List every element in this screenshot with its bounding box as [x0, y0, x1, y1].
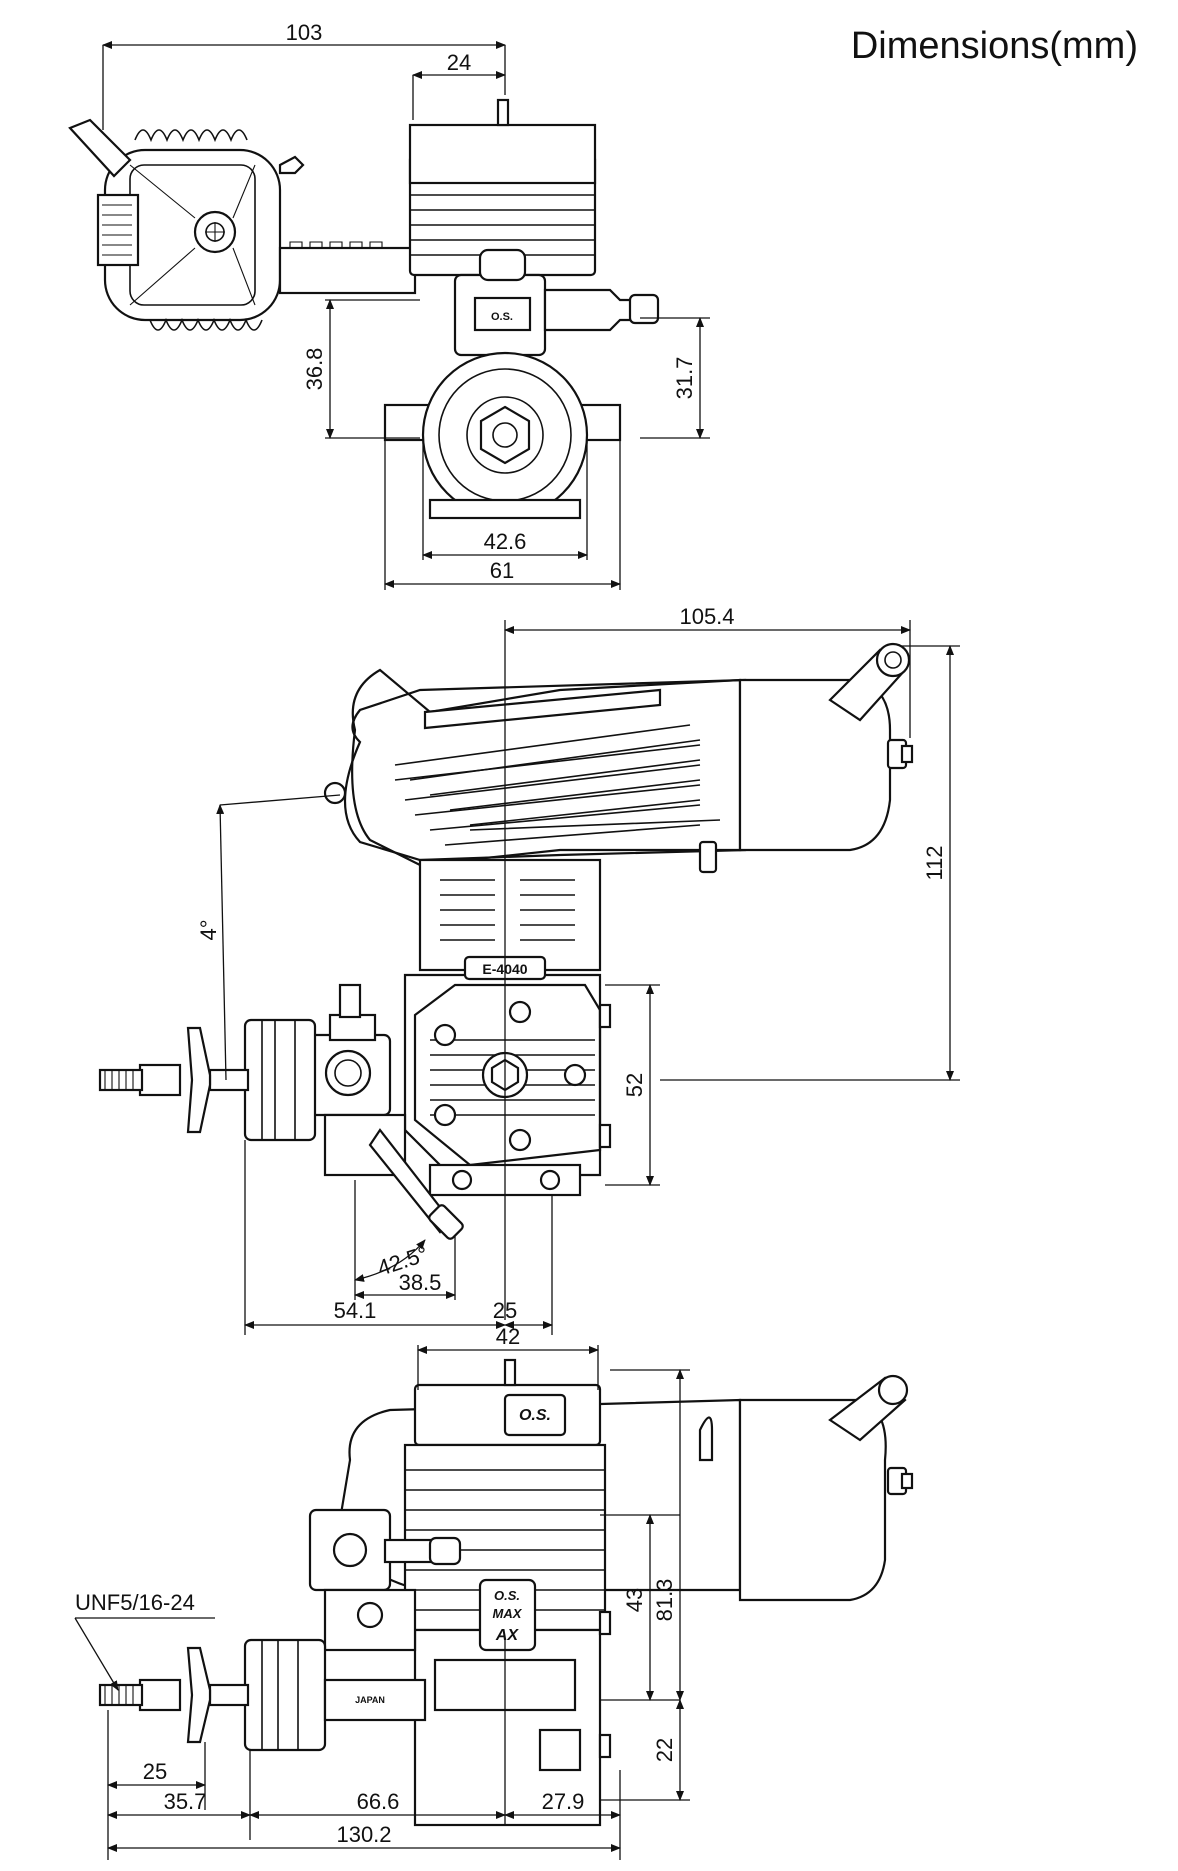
dim-bottom-66-6: 66.6 [357, 1789, 400, 1814]
dim-top-42-6: 42.6 [484, 529, 527, 554]
bottom-cylinder: O.S. [403, 1358, 607, 1632]
dim-side-25: 25 [493, 1298, 517, 1323]
dim-bottom-25: 25 [143, 1759, 167, 1784]
dim-top-24: 24 [447, 50, 471, 75]
bottom-view: O.S. O.S. MAX AX [74, 1324, 914, 1860]
bottom-drive-hub: JAPAN [98, 1638, 427, 1752]
side-drive-hub [98, 1018, 317, 1142]
top-needle-valve [628, 293, 660, 325]
side-muffler [323, 642, 914, 874]
dim-side-52: 52 [622, 1073, 647, 1097]
thread-label: UNF5/16-24 [75, 1590, 195, 1615]
dim-side-112: 112 [922, 845, 947, 880]
top-muffler [68, 118, 305, 331]
dim-side-4deg: 4° [196, 919, 221, 940]
dim-bottom-42: 42 [496, 1324, 520, 1349]
dim-bottom-22: 22 [652, 1738, 677, 1762]
dim-top-31-7: 31.7 [672, 357, 697, 400]
bottom-logo-plate [503, 1393, 567, 1437]
side-carburetor [308, 983, 464, 1240]
dim-bottom-43: 43 [622, 1588, 647, 1612]
top-view: O.S. 103 24 36.8 31.7 [68, 20, 710, 590]
top-exhaust-header [278, 246, 417, 295]
side-view: E-4040 [98, 604, 960, 1335]
page-title: Dimensions(mm) [851, 25, 1138, 67]
dim-top-103: 103 [286, 20, 323, 45]
bottom-carburetor [308, 1508, 462, 1652]
dim-top-36-8: 36.8 [302, 348, 327, 391]
dim-side-54-1: 54.1 [334, 1298, 377, 1323]
side-crankcase: E-4040 [403, 955, 612, 1197]
bottom-model-logo: O.S. [494, 1588, 520, 1603]
bottom-crankcase: O.S. MAX AX [413, 1578, 612, 1827]
top-crankcase [383, 351, 622, 520]
bottom-view-dimensions: 42 43 81.3 22 25 35.7 66.6 27.9 [107, 1324, 690, 1860]
side-view-dimensions: 105.4 112 52 4° 42.5° 38.5 54.1 25 [196, 604, 960, 1335]
side-cylinder [418, 858, 602, 972]
bottom-origin-label: JAPAN [355, 1695, 385, 1705]
bottom-model-plate [478, 1578, 537, 1652]
top-cylinder-head [408, 98, 597, 277]
top-view-dimensions: 103 24 36.8 31.7 42.6 61 [102, 20, 710, 590]
dim-side-105-4: 105.4 [679, 604, 734, 629]
bottom-model-name: AX [495, 1627, 520, 1644]
dim-bottom-35-7: 35.7 [164, 1789, 207, 1814]
dim-top-61: 61 [490, 558, 514, 583]
dim-bottom-27-9: 27.9 [542, 1789, 585, 1814]
bottom-model-sub: MAX [493, 1606, 523, 1621]
dim-side-38-5: 38.5 [399, 1270, 442, 1295]
dim-bottom-130-2: 130.2 [336, 1822, 391, 1847]
top-logo-plate [473, 296, 532, 332]
top-brand-logo: O.S. [491, 311, 513, 323]
dim-bottom-81-3: 81.3 [652, 1579, 677, 1622]
bottom-brand-logo: O.S. [519, 1407, 551, 1424]
